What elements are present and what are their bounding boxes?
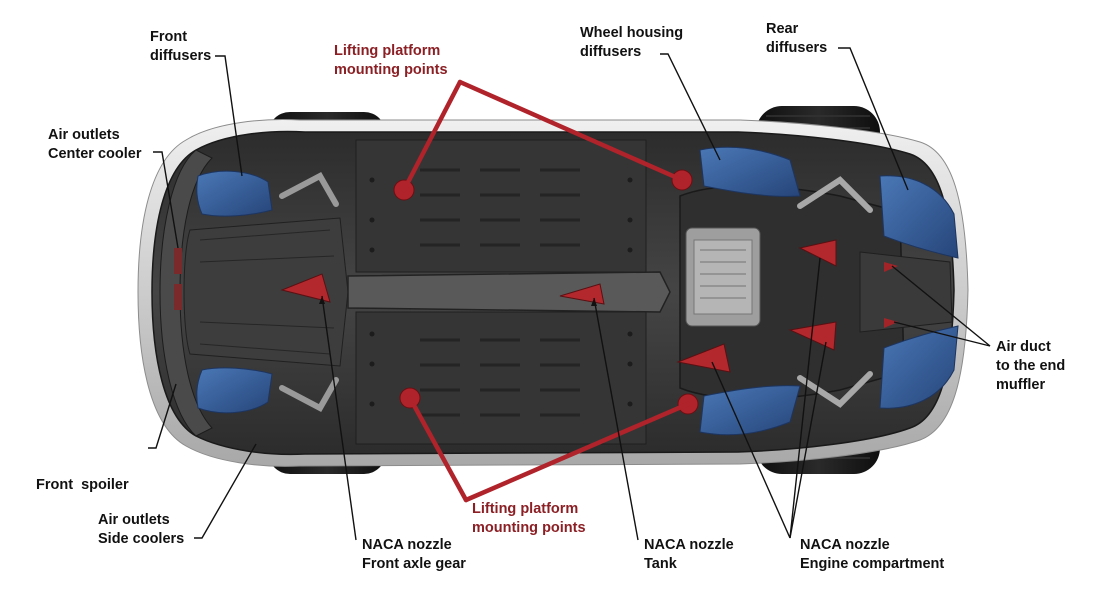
label-lifting-platform-bottom: Lifting platform mounting points	[472, 501, 586, 536]
front-diffuser-top	[196, 170, 273, 217]
lifting-leader-lines	[401, 79, 691, 503]
rear-under-panel	[859, 251, 953, 333]
label-wheel-housing-diffusers: Wheel housing diffusers	[580, 25, 684, 60]
wheel-housing-diffuser-top	[699, 146, 801, 197]
naca-nozzle-front-axle	[280, 273, 331, 303]
floor-panel-top	[355, 139, 647, 273]
naca-nozzle-engine-1	[676, 343, 731, 373]
label-air-outlets-side-coolers: Air outlets Side coolers	[98, 512, 185, 547]
label-rear-diffusers: Rear diffusers	[766, 21, 828, 56]
center-cooler-outlets	[174, 248, 182, 310]
label-front-diffusers: Front diffusers	[150, 29, 212, 64]
front-suspension	[279, 171, 339, 413]
naca-nozzle-engine-2	[798, 239, 837, 267]
leader-lines	[148, 47, 991, 541]
floor-ribs	[420, 168, 580, 417]
front-diffuser-bottom	[196, 367, 273, 414]
label-front-spoiler: Front spoiler	[36, 477, 129, 493]
center-tunnel	[347, 271, 671, 313]
rear-diffuser-bottom	[879, 325, 959, 409]
front-under-panel	[183, 217, 349, 367]
air-duct-outlets	[884, 262, 898, 328]
label-air-duct: Air duct to the end muffler	[996, 339, 1066, 393]
floor-panel-bottom	[355, 311, 647, 445]
label-naca-front-axle-gear: NACA nozzle Front axle gear	[362, 537, 466, 572]
label-lifting-platform-top: Lifting platform mounting points	[334, 43, 448, 78]
label-naca-tank: NACA nozzle Tank	[644, 537, 734, 572]
label-naca-engine-compartment: NACA nozzle Engine compartment	[800, 537, 945, 572]
rear-suspension	[797, 176, 873, 408]
rear-diffuser-top	[879, 175, 959, 259]
naca-nozzle-tank	[559, 283, 605, 305]
label-air-outlets-center-cooler: Air outlets Center cooler	[48, 127, 142, 162]
